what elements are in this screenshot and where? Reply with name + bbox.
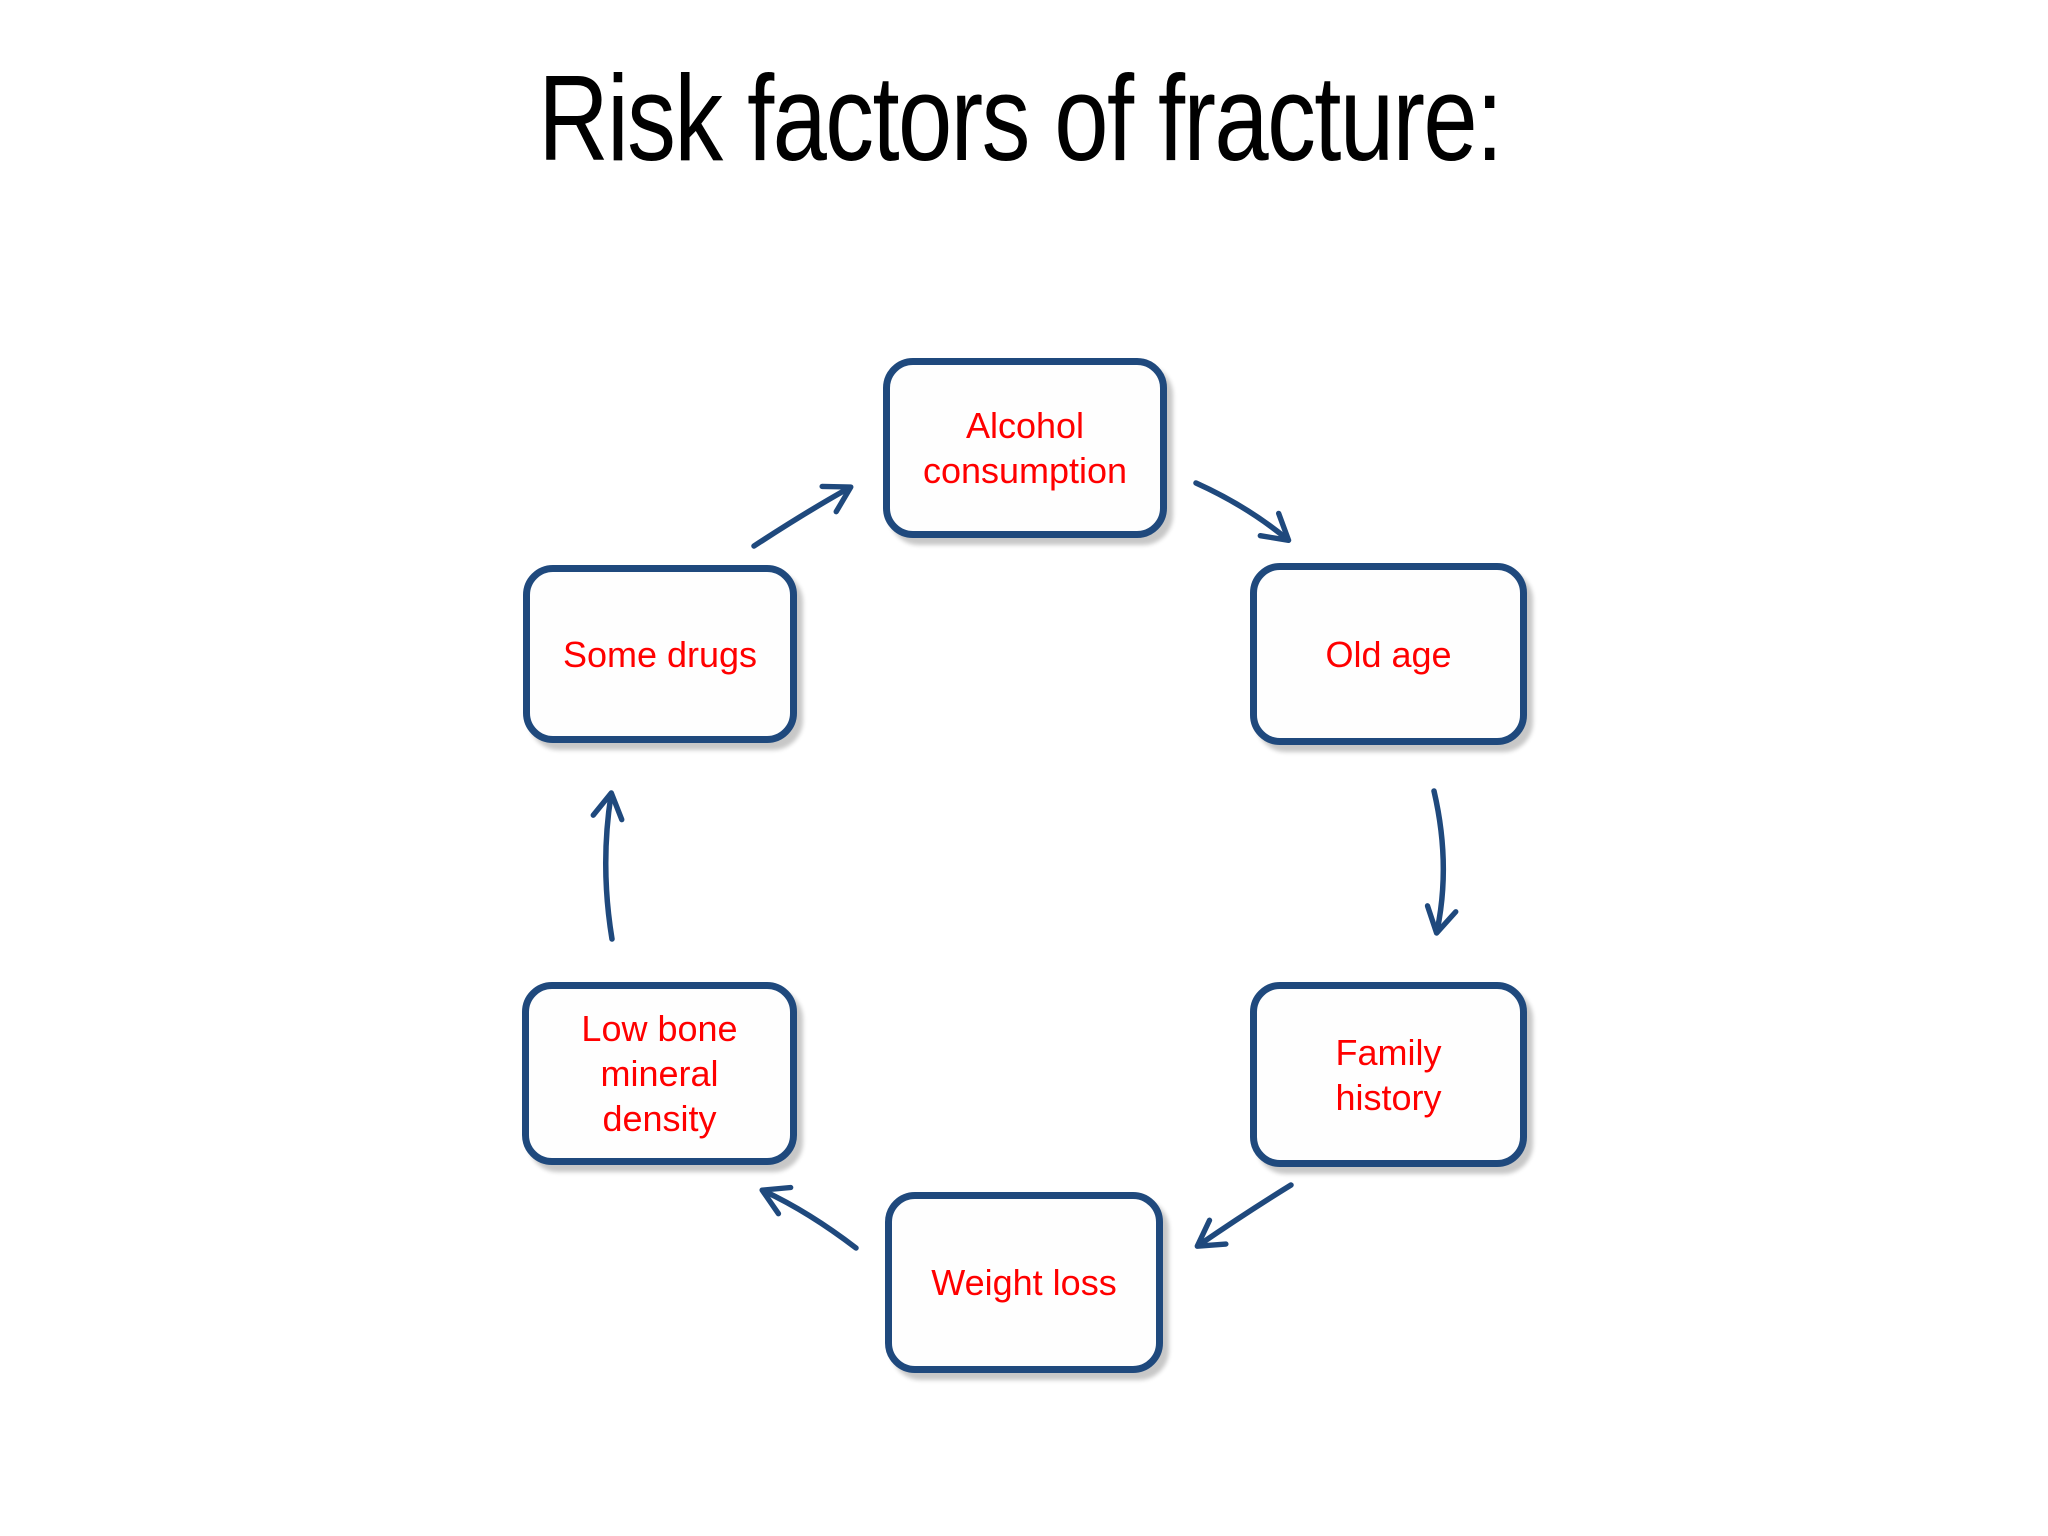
arrow-old-age-to-family-history [1424,788,1459,936]
node-family-history: Family history [1250,982,1527,1167]
arrow-family-history-to-weight-loss [1194,1182,1294,1249]
node-old-age: Old age [1250,563,1527,745]
arrow-alcohol-to-old-age [1193,480,1292,543]
node-weight-loss: Weight loss [885,1192,1163,1373]
arrow-weight-loss-to-low-bmd [759,1184,859,1251]
node-label: Family history [1335,1031,1442,1118]
slide-title: Risk factors of fracture: [538,50,1503,186]
node-low-bone-mineral-density: Low bone mineral density [522,982,797,1165]
node-label: Old age [1325,633,1452,675]
node-label: Weight loss [931,1262,1117,1303]
node-alcohol-consumption: Alcohol consumption [883,358,1167,538]
arrow-low-bmd-to-some-drugs [590,790,625,942]
node-label: Low bone mineral density [581,1008,738,1139]
node-label: Alcohol consumption [922,405,1128,491]
node-label: Some drugs [562,633,758,675]
node-some-drugs: Some drugs [523,565,797,743]
arrow-some-drugs-to-alcohol [751,483,854,549]
